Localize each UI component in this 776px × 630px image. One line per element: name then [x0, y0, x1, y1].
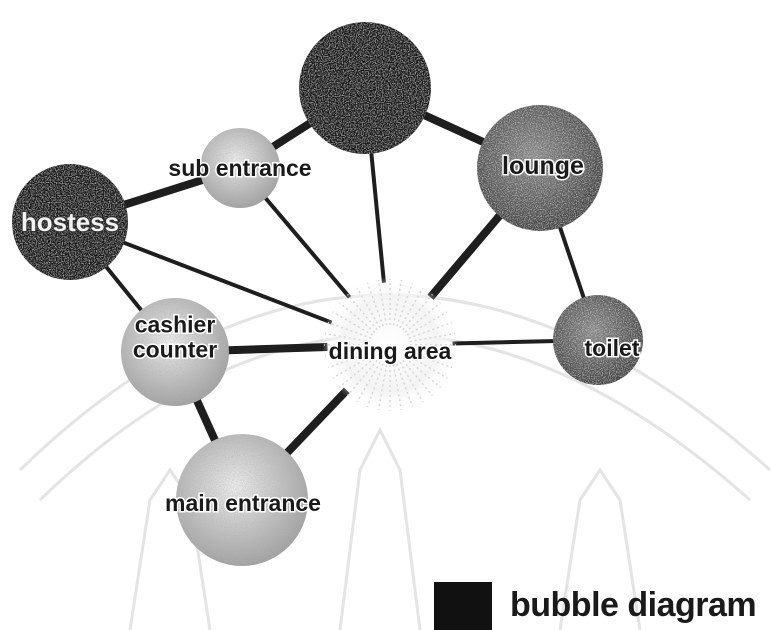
edge-toilet-to-dining-area: [453, 341, 557, 344]
edge-hostess-to-cashier-counter: [104, 264, 144, 314]
edge-cashier-counter-to-dining-area: [225, 347, 328, 350]
edge-main-entrance-to-dining-area: [284, 390, 347, 456]
label-lounge: lounge: [502, 152, 584, 180]
label-toilet: toilet: [585, 335, 640, 361]
legend-swatch: [434, 582, 492, 630]
edge-kitchen-to-lounge: [420, 113, 487, 144]
edge-kitchen-to-sub-entrance: [271, 121, 314, 148]
edge-lounge-to-toilet: [559, 223, 585, 301]
bubble-kitchen: [299, 22, 431, 154]
edge-cashier-counter-to-main-entrance: [195, 397, 216, 444]
edge-lounge-to-dining-area: [430, 212, 502, 297]
edge-sub-entrance-to-hostess: [121, 179, 205, 206]
edge-kitchen-to-dining-area: [371, 148, 384, 282]
label-hostess: hostess: [21, 207, 119, 237]
label-main-entrance: main entrance: [165, 490, 321, 516]
label-sub-entrance: sub entrance: [168, 155, 311, 181]
label-dining-area: dining area: [329, 338, 452, 364]
edge-sub-entrance-to-dining-area: [264, 196, 350, 297]
bubble-nodes: [12, 22, 643, 566]
diagram-title: bubble diagram: [510, 586, 756, 625]
